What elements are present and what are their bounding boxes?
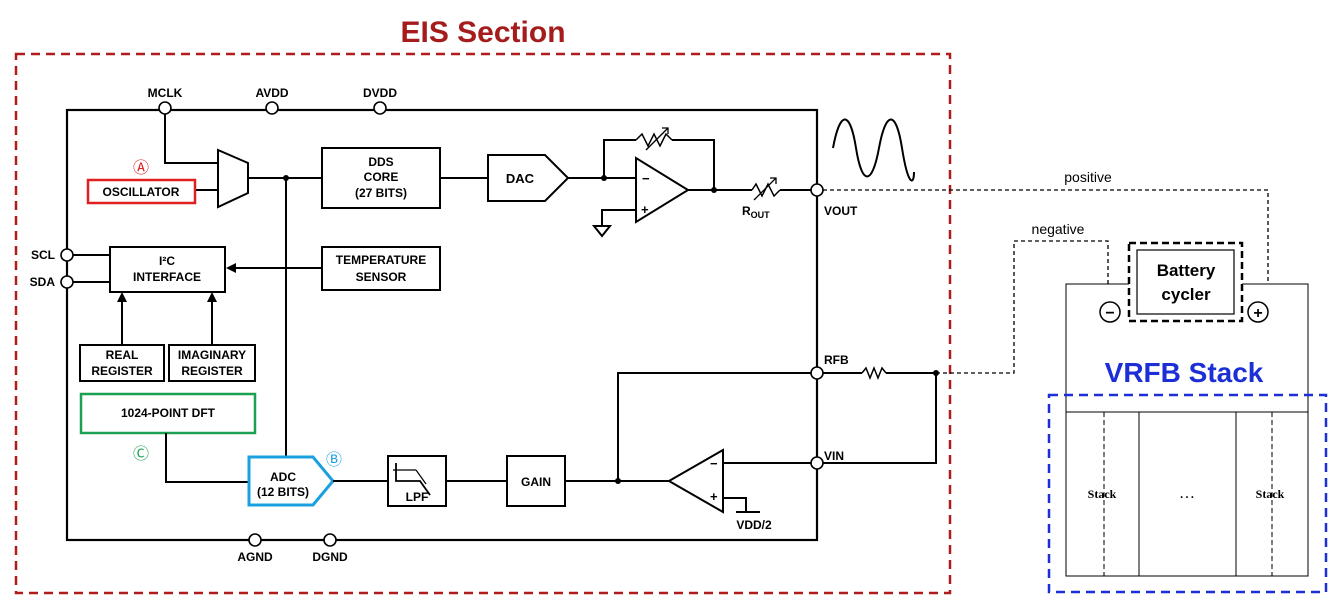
adc-block: ADC (12 BITS) <box>247 455 335 507</box>
real-register-block: REAL REGISTER <box>79 344 165 382</box>
svg-text:AGND: AGND <box>237 550 273 564</box>
svg-text:I²C: I²C <box>159 254 175 268</box>
svg-text:GAIN: GAIN <box>521 475 551 489</box>
svg-text:+: + <box>641 202 649 217</box>
temperature-sensor-block: TEMPERATURE SENSOR <box>321 246 441 291</box>
eis-section-border <box>14 52 952 595</box>
svg-text:REAL: REAL <box>106 348 139 362</box>
dac-block: DAC <box>487 154 570 202</box>
pin-dgnd: DGND <box>312 533 348 564</box>
pin-agnd: AGND <box>237 533 273 564</box>
negative-terminal-icon: − <box>1099 301 1121 323</box>
imaginary-register-block: IMAGINARY REGISTER <box>168 344 256 382</box>
gain-block: GAIN <box>506 455 566 507</box>
stack-cell-2: Stack <box>1256 487 1285 501</box>
svg-text:REGISTER: REGISTER <box>181 364 243 378</box>
marker-b: Ⓑ <box>326 450 342 469</box>
stack-cell-1: Stack <box>1088 487 1117 501</box>
pin-rfb: RFB <box>810 353 849 380</box>
svg-text:RFB: RFB <box>824 353 849 367</box>
svg-text:(12 BITS): (12 BITS) <box>257 485 309 499</box>
svg-text:CORE: CORE <box>364 170 399 184</box>
vrfb-stack-border <box>1047 393 1328 594</box>
pin-dvdd: DVDD <box>363 86 397 115</box>
svg-text:REGISTER: REGISTER <box>91 364 153 378</box>
positive-terminal-icon: + <box>1247 301 1269 323</box>
svg-text:−: − <box>642 171 650 186</box>
svg-text:IMAGINARY: IMAGINARY <box>178 348 246 362</box>
svg-text:AVDD: AVDD <box>255 86 288 100</box>
input-opamp: − + <box>666 448 724 514</box>
svg-text:VIN: VIN <box>824 449 844 463</box>
positive-label: positive <box>1064 169 1112 185</box>
svg-text:TEMPERATURE: TEMPERATURE <box>336 253 426 267</box>
negative-wire <box>936 240 1109 374</box>
svg-text:(27 BITS): (27 BITS) <box>355 186 407 200</box>
svg-text:ADC: ADC <box>270 470 296 484</box>
battery-housing <box>1065 283 1309 577</box>
svg-text:Battery: Battery <box>1157 261 1216 280</box>
dft-block: 1024-POINT DFT <box>79 392 257 435</box>
lpf-block: LPF <box>387 455 447 507</box>
svg-text:−: − <box>710 456 718 471</box>
pin-scl: SCL <box>31 248 74 262</box>
svg-text:DDS: DDS <box>368 155 393 169</box>
pin-vin: VIN <box>810 449 844 470</box>
svg-text:SDA: SDA <box>30 275 56 289</box>
svg-text:MCLK: MCLK <box>148 86 183 100</box>
svg-text:1024-POINT DFT: 1024-POINT DFT <box>121 406 216 420</box>
positive-wire <box>823 189 1269 284</box>
svg-text:−: − <box>1105 305 1114 322</box>
svg-text:+: + <box>1253 305 1262 322</box>
marker-a: Ⓐ <box>133 158 149 177</box>
output-opamp: − + <box>635 156 690 224</box>
vdd2-label: VDD/2 <box>736 518 772 532</box>
i2c-interface-block: I²C INTERFACE <box>109 246 226 293</box>
svg-text:+: + <box>710 489 718 504</box>
battery-cycler-box: Battery cycler <box>1127 241 1244 323</box>
sine-wave-icon <box>832 118 915 182</box>
dds-core-block: DDS CORE (27 BITS) <box>321 147 441 209</box>
svg-text:SENSOR: SENSOR <box>356 270 407 284</box>
svg-text:DVDD: DVDD <box>363 86 397 100</box>
negative-label: negative <box>1032 221 1085 237</box>
svg-text:LPF: LPF <box>406 490 429 504</box>
oscillator-block: OSCILLATOR <box>86 178 197 205</box>
pin-avdd: AVDD <box>255 86 289 115</box>
marker-c: Ⓒ <box>133 444 149 463</box>
svg-text:VOUT: VOUT <box>824 204 858 218</box>
chip-outline <box>65 108 819 542</box>
svg-text:cycler: cycler <box>1161 285 1211 304</box>
svg-text:DGND: DGND <box>312 550 348 564</box>
svg-text:SCL: SCL <box>31 248 55 262</box>
vrfb-title: VRFB Stack <box>1105 357 1264 388</box>
rout-label: ROUT <box>742 204 770 220</box>
svg-text:OSCILLATOR: OSCILLATOR <box>103 185 180 199</box>
pin-sda: SDA <box>30 275 74 289</box>
clock-mux <box>217 148 249 209</box>
eis-section-title: EIS Section <box>400 16 565 49</box>
svg-text:DAC: DAC <box>506 171 535 186</box>
stack-ellipsis: … <box>1179 485 1195 502</box>
svg-text:INTERFACE: INTERFACE <box>133 270 201 284</box>
